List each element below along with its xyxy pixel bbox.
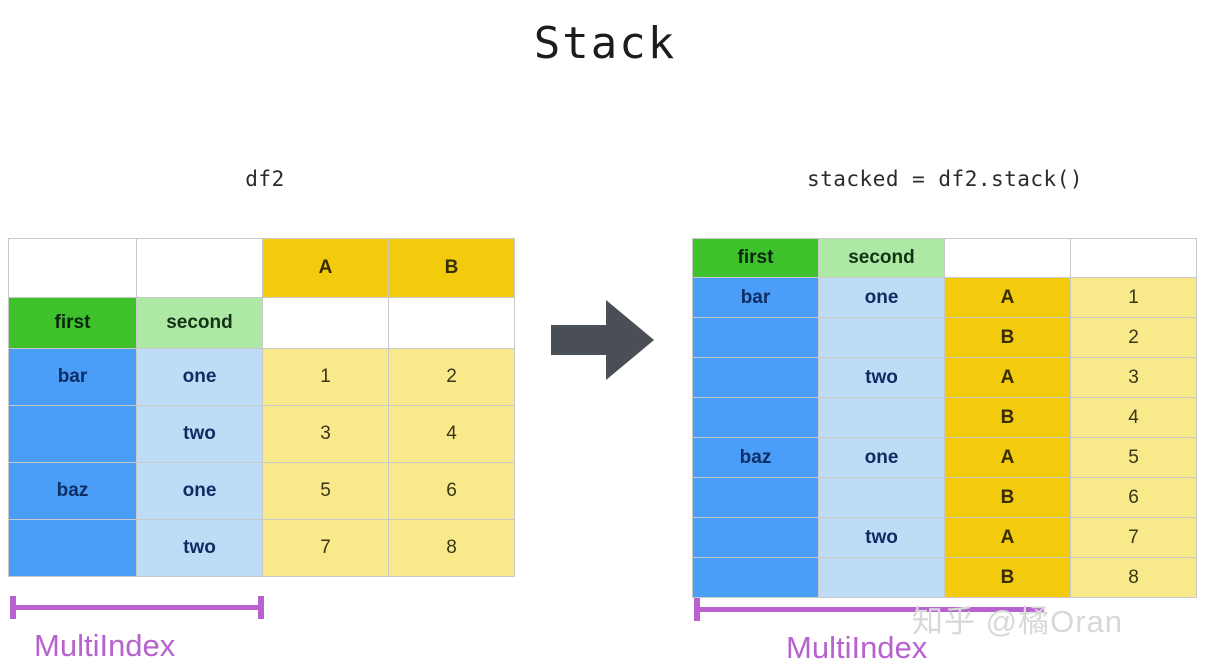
data-cell-value: 6 xyxy=(1070,477,1197,518)
blank-cell xyxy=(944,238,1071,278)
index-third-value: B xyxy=(944,397,1071,438)
right-table-caption: stacked = df2.stack() xyxy=(806,167,1083,191)
index-name-first: first xyxy=(692,238,819,278)
column-header-b: B xyxy=(388,238,515,298)
index-first-value: baz xyxy=(692,437,819,478)
index-first-value xyxy=(692,397,819,438)
bracket-bar xyxy=(10,605,264,610)
dataframe-df2-table: A B first second bar one 1 2 two 3 4 baz… xyxy=(8,238,515,577)
left-table-caption: df2 xyxy=(245,167,285,191)
index-first-value xyxy=(692,357,819,398)
index-second-value: one xyxy=(136,462,263,520)
index-second-value: one xyxy=(818,277,945,318)
index-second-value: two xyxy=(818,357,945,398)
data-cell-b: 2 xyxy=(388,348,515,406)
data-cell-value: 4 xyxy=(1070,397,1197,438)
table-row: bar one A 1 xyxy=(692,277,1197,318)
table-row: A B xyxy=(8,238,515,298)
data-cell-b: 8 xyxy=(388,519,515,577)
table-row: B 6 xyxy=(692,477,1197,518)
index-first-value: baz xyxy=(8,462,137,520)
table-row: B 4 xyxy=(692,397,1197,438)
table-row: two 7 8 xyxy=(8,519,515,577)
data-cell-value: 5 xyxy=(1070,437,1197,478)
data-cell-b: 4 xyxy=(388,405,515,463)
index-first-value xyxy=(692,317,819,358)
data-cell-value: 8 xyxy=(1070,557,1197,598)
index-third-value: B xyxy=(944,557,1071,598)
index-first-value xyxy=(692,517,819,558)
index-second-value xyxy=(818,477,945,518)
index-second-value: two xyxy=(818,517,945,558)
table-row: baz one 5 6 xyxy=(8,462,515,520)
index-third-value: B xyxy=(944,477,1071,518)
index-first-value: bar xyxy=(692,277,819,318)
bracket-bar xyxy=(694,607,1044,612)
table-row: baz one A 5 xyxy=(692,437,1197,478)
page-title: Stack xyxy=(533,18,677,69)
data-cell-value: 1 xyxy=(1070,277,1197,318)
multiindex-bracket-left xyxy=(10,596,264,619)
table-row: two A 3 xyxy=(692,357,1197,398)
stacked-series-table: first second bar one A 1 B 2 two A 3 B xyxy=(692,238,1197,598)
table-row: two A 7 xyxy=(692,517,1197,558)
data-cell-a: 7 xyxy=(262,519,389,577)
table-row: B 2 xyxy=(692,317,1197,358)
index-first-value xyxy=(692,557,819,598)
index-third-value: A xyxy=(944,357,1071,398)
index-third-value: B xyxy=(944,317,1071,358)
index-third-value: A xyxy=(944,517,1071,558)
data-cell-value: 2 xyxy=(1070,317,1197,358)
corner-cell-blank xyxy=(8,238,137,298)
index-second-value: two xyxy=(136,519,263,577)
bracket-cap-right xyxy=(258,596,264,619)
index-first-value xyxy=(8,519,137,577)
index-first-value xyxy=(692,477,819,518)
index-third-value: A xyxy=(944,277,1071,318)
table-row: first second xyxy=(8,297,515,349)
blank-cell xyxy=(262,297,389,349)
column-header-a: A xyxy=(262,238,389,298)
multiindex-label-right: MultiIndex xyxy=(786,630,928,665)
index-third-value: A xyxy=(944,437,1071,478)
arrow-right-icon xyxy=(551,298,655,382)
index-name-first: first xyxy=(8,297,137,349)
data-cell-value: 3 xyxy=(1070,357,1197,398)
multiindex-bracket-right xyxy=(694,598,1044,621)
table-row: bar one 1 2 xyxy=(8,348,515,406)
index-second-value xyxy=(818,397,945,438)
index-first-value: bar xyxy=(8,348,137,406)
index-second-value: one xyxy=(136,348,263,406)
index-name-second: second xyxy=(136,297,263,349)
watermark: 知乎 @橘Oran xyxy=(912,604,1123,639)
table-row: B 8 xyxy=(692,557,1197,598)
blank-cell xyxy=(1070,238,1197,278)
data-cell-value: 7 xyxy=(1070,517,1197,558)
data-cell-a: 5 xyxy=(262,462,389,520)
index-second-value: two xyxy=(136,405,263,463)
index-second-value xyxy=(818,557,945,598)
index-second-value: one xyxy=(818,437,945,478)
table-row: first second xyxy=(692,238,1197,278)
data-cell-b: 6 xyxy=(388,462,515,520)
data-cell-a: 1 xyxy=(262,348,389,406)
index-first-value xyxy=(8,405,137,463)
blank-cell xyxy=(388,297,515,349)
data-cell-a: 3 xyxy=(262,405,389,463)
index-name-second: second xyxy=(818,238,945,278)
index-second-value xyxy=(818,317,945,358)
table-row: two 3 4 xyxy=(8,405,515,463)
multiindex-label-left: MultiIndex xyxy=(34,628,176,663)
corner-cell-blank xyxy=(136,238,263,298)
